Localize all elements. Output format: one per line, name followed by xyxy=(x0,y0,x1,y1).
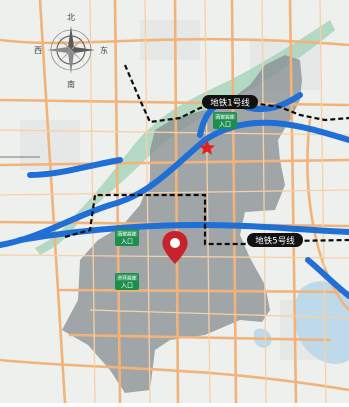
compass-east: 东 xyxy=(100,45,108,55)
expressway-entrance-2[interactable]: 西安高速 入口 xyxy=(115,229,139,246)
compass-south: 南 xyxy=(67,79,75,89)
compass-rose: 北 南 西 东 xyxy=(34,13,108,89)
metro-line-5-text: 地铁5号线 xyxy=(255,236,295,247)
entrance-3-entry: 入口 xyxy=(121,283,133,290)
expressway-entrance-1[interactable]: 西安高速 入口 xyxy=(213,112,237,129)
entrance-1-name: 西安高速 xyxy=(216,114,234,121)
entrance-1-entry: 入口 xyxy=(219,122,231,129)
location-pin-icon[interactable] xyxy=(162,231,188,264)
metro-line-1-text: 地铁1号线 xyxy=(210,98,250,109)
expressway-entrance-3[interactable]: 外环高速 入口 xyxy=(115,273,139,290)
entrance-3-name: 外环高速 xyxy=(118,275,136,282)
entrance-2-name: 西安高速 xyxy=(118,231,136,238)
compass-west: 西 xyxy=(34,46,42,55)
compass-north: 北 xyxy=(67,13,75,22)
metro-line-5-label: 地铁5号线 xyxy=(247,233,303,247)
metro-line-1-label: 地铁1号线 xyxy=(202,95,258,109)
entrance-2-entry: 入口 xyxy=(121,239,133,246)
star-icon[interactable] xyxy=(199,140,215,155)
